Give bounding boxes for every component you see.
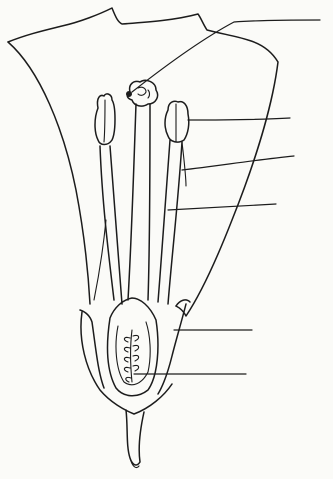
ovule bbox=[126, 377, 131, 382]
ovule bbox=[133, 335, 139, 341]
petal-left-edge bbox=[8, 42, 90, 304]
style-right bbox=[148, 104, 150, 300]
ovule bbox=[124, 347, 130, 352]
style-left bbox=[128, 104, 136, 300]
pedicel bbox=[126, 410, 144, 465]
filament-right bbox=[158, 140, 182, 304]
filament-left bbox=[100, 146, 122, 304]
petal-outline bbox=[8, 8, 278, 316]
pedicel-tip bbox=[130, 458, 139, 468]
ovule bbox=[124, 337, 130, 342]
ovule bbox=[133, 365, 139, 371]
leader-line-anther bbox=[188, 118, 290, 120]
sepal-right bbox=[158, 304, 186, 394]
ovule bbox=[124, 357, 130, 362]
leader-line-filament bbox=[182, 156, 294, 170]
ovule-axis bbox=[131, 330, 133, 382]
ovule bbox=[124, 367, 130, 372]
anther-right bbox=[165, 101, 189, 142]
stigma-dot bbox=[126, 91, 132, 97]
corolla-inner-left bbox=[94, 220, 106, 300]
leader-line-style bbox=[168, 204, 276, 210]
ovary-inner bbox=[116, 322, 150, 385]
leader-line-stigma bbox=[132, 20, 320, 92]
sepal-right-tip bbox=[176, 300, 190, 306]
ovule bbox=[133, 355, 139, 361]
anther-left-groove bbox=[104, 100, 105, 142]
stigma-lobes bbox=[138, 87, 150, 98]
receptacle-outline bbox=[81, 312, 172, 414]
ovule bbox=[133, 345, 139, 351]
corolla-inner-right bbox=[182, 142, 186, 186]
